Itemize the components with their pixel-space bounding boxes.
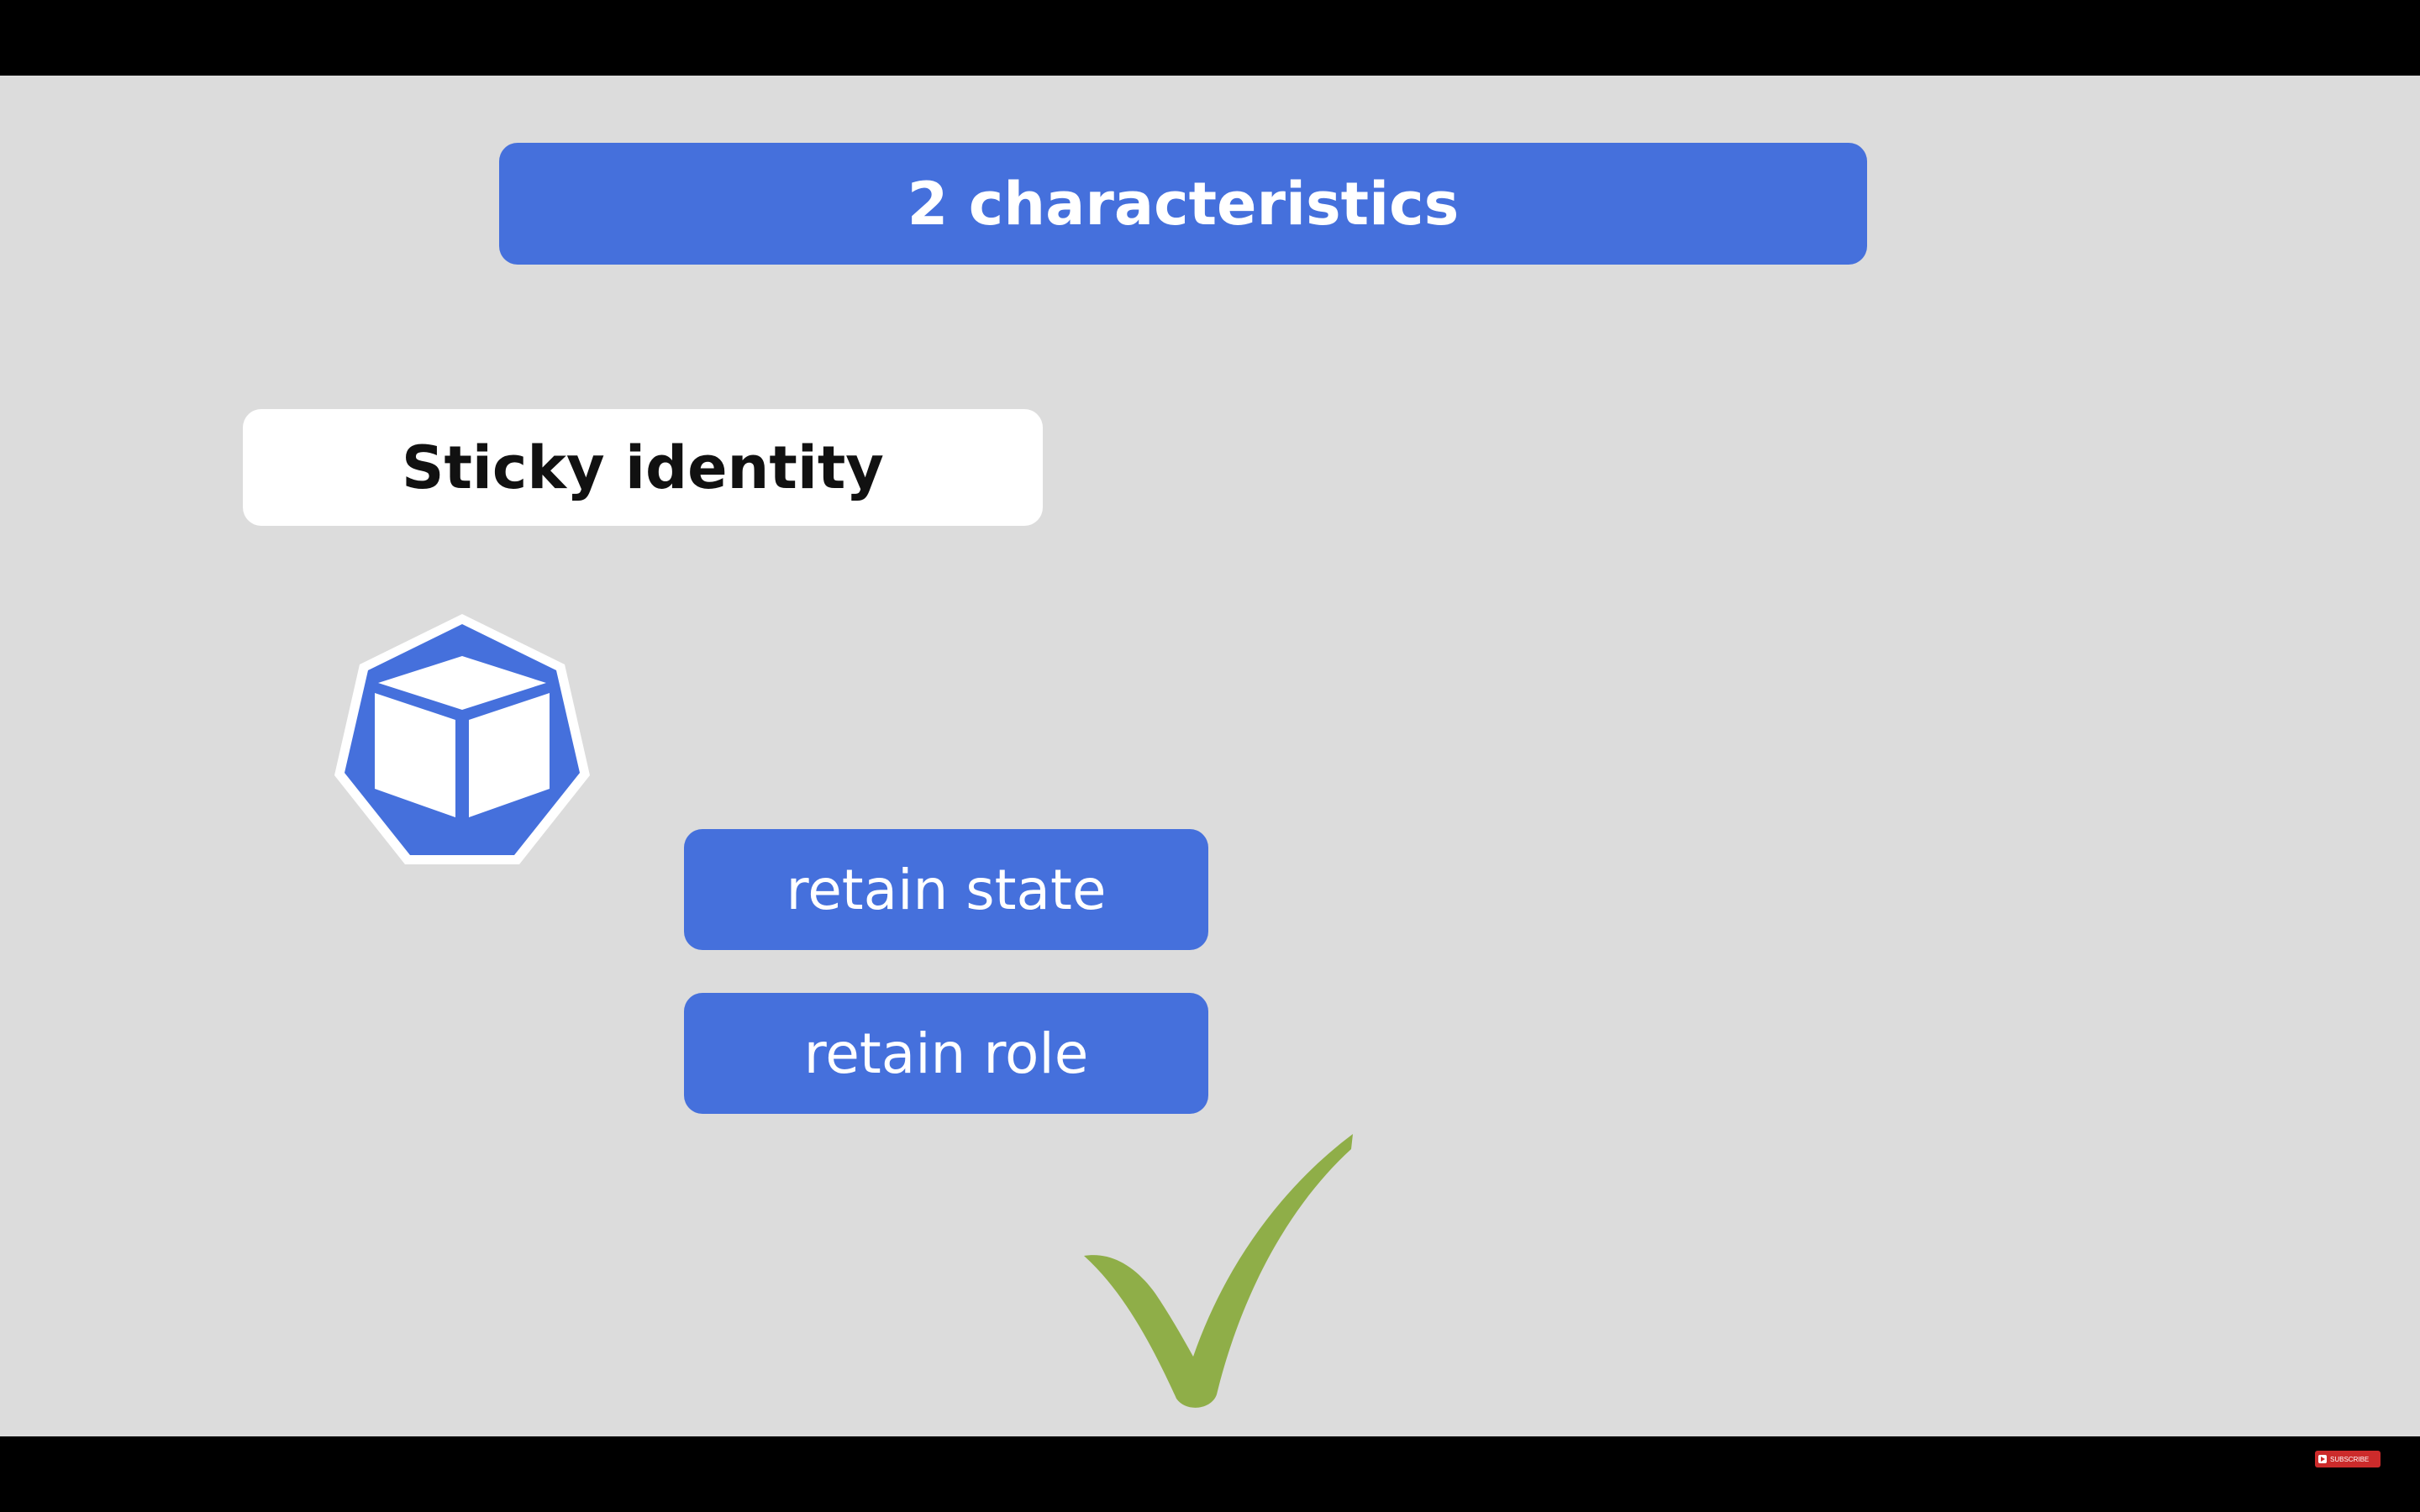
slide: 2 characteristics Sticky identity retain… bbox=[0, 76, 2420, 1436]
pod-cube-right bbox=[469, 693, 550, 817]
play-icon bbox=[2318, 1455, 2327, 1463]
retain-role-pill: retain role bbox=[684, 993, 1208, 1114]
retain-state-label: retain state bbox=[786, 857, 1107, 922]
slide-title-banner: 2 characteristics bbox=[499, 143, 1867, 265]
retain-state-pill: retain state bbox=[684, 829, 1208, 950]
pod-cube-left bbox=[375, 693, 455, 817]
subscribe-label: SUBSCRIBE bbox=[2330, 1455, 2370, 1463]
letterbox-top bbox=[0, 0, 2420, 76]
subscribe-button[interactable]: SUBSCRIBE bbox=[2315, 1451, 2381, 1467]
checkmark-icon bbox=[1084, 1134, 1353, 1408]
slide-title: 2 characteristics bbox=[907, 169, 1460, 239]
checkmark-shape bbox=[1084, 1134, 1353, 1408]
sticky-identity-card: Sticky identity bbox=[243, 409, 1043, 526]
pod-cube-top bbox=[378, 656, 546, 710]
letterbox-bottom bbox=[0, 1436, 2420, 1512]
retain-role-label: retain role bbox=[803, 1021, 1089, 1086]
sticky-identity-label: Sticky identity bbox=[402, 433, 884, 502]
kubernetes-pod-icon bbox=[334, 614, 590, 864]
